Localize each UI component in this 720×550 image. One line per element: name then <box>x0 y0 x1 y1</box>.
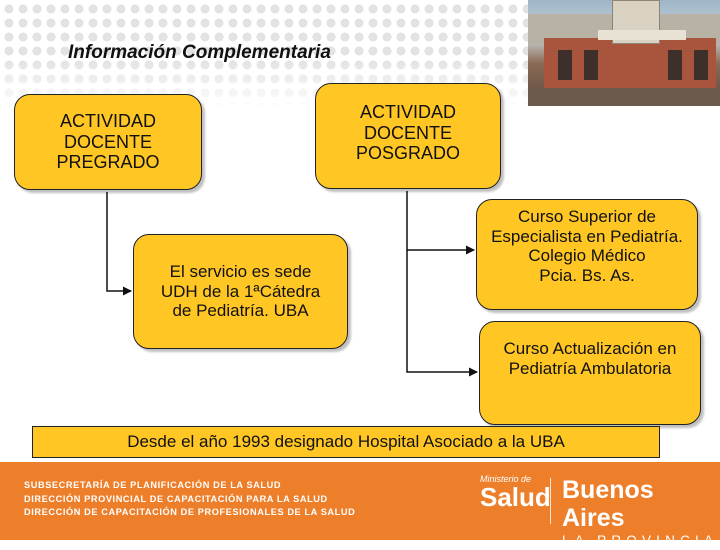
arrow-pregrado-to-servicio <box>106 192 132 296</box>
province-logo: Buenos Aires LA PROVINCIA <box>562 476 720 550</box>
province-big-text: Buenos Aires <box>562 476 654 532</box>
footer-department-lines: SUBSECRETARÍA DE PLANIFICACIÓN DE LA SAL… <box>24 479 355 520</box>
footer-line: SUBSECRETARÍA DE PLANIFICACIÓN DE LA SAL… <box>24 480 282 490</box>
photo-ground <box>528 88 720 106</box>
logo-divider <box>550 478 551 524</box>
footer-bar: SUBSECRETARÍA DE PLANIFICACIÓN DE LA SAL… <box>0 462 720 548</box>
hospital-photo <box>528 0 720 106</box>
ministerio-logo: Ministerio de Salud <box>480 474 551 512</box>
province-small-text: LA PROVINCIA <box>562 533 719 548</box>
box-actividad-posgrado: ACTIVIDAD DOCENTE POSGRADO <box>315 83 501 189</box>
photo-window <box>584 50 598 80</box>
ministerio-big-text: Salud <box>480 482 551 512</box>
footer-line: DIRECCIÓN DE CAPACITACIÓN DE PROFESIONAL… <box>24 507 356 517</box>
box-servicio-sede: El servicio es sede UDH de la 1ªCátedra … <box>133 234 348 349</box>
arrow-posgrado-to-curso-actualizacion <box>406 250 478 377</box>
photo-window <box>694 50 708 80</box>
footer-line: DIRECCIÓN PROVINCIAL DE CAPACITACIÓN PAR… <box>24 493 328 504</box>
photo-sign <box>598 30 686 40</box>
photo-window <box>558 50 572 80</box>
box-curso-superior: Curso Superior de Especialista en Pediat… <box>476 199 698 310</box>
ministerio-small-text: Ministerio de <box>480 474 532 484</box>
photo-window <box>668 50 682 80</box>
banner-hospital-asociado: Desde el año 1993 designado Hospital Aso… <box>32 426 660 458</box>
box-actividad-pregrado: ACTIVIDAD DOCENTE PREGRADO <box>14 94 202 190</box>
box-curso-actualizacion: Curso Actualización en Pediatría Ambulat… <box>479 321 701 425</box>
page-title: Información Complementaria <box>68 42 331 63</box>
arrow-posgrado-to-curso-superior <box>406 191 475 255</box>
photo-facade <box>544 38 716 93</box>
